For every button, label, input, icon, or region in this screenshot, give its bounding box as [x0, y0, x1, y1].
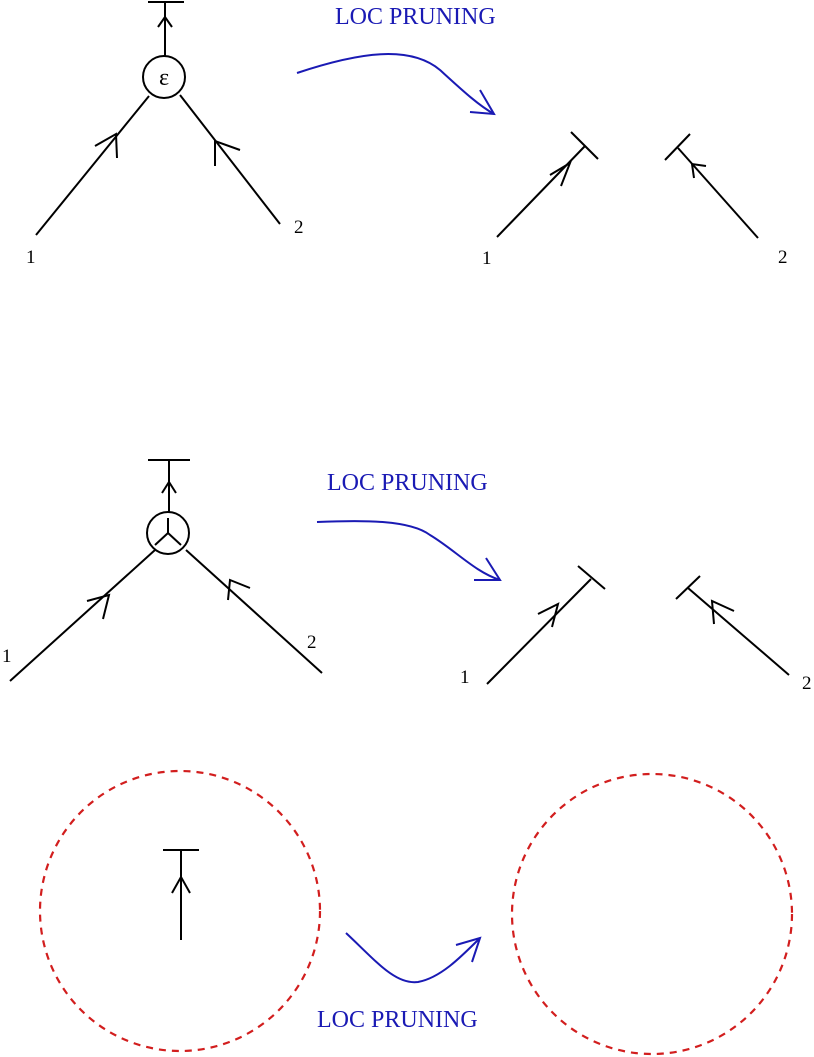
panel-3-transition-arrowhead: [455, 936, 482, 963]
panel-2-after-edge-2-end-bar: [675, 575, 701, 600]
panel-1-vertex-circle: [142, 55, 186, 99]
panel-2-after-edge-1: [486, 578, 592, 685]
panel-1-edge-1: [35, 95, 150, 236]
panel-1-after-edge-2-end-bar: [664, 133, 691, 161]
panel-2-edge-1-arrowhead: [86, 593, 111, 620]
panel-1-top-edge-arrowhead: [157, 15, 173, 28]
panel-1-edge-2-arrowhead: [214, 139, 241, 166]
panel-2-top-edge-arrowhead: [161, 480, 177, 494]
panel-1: ε 1 2 LOC PRUNING 1 2: [26, 1, 788, 269]
panel-1-after-edge-2: [677, 147, 759, 239]
panel-1-title: LOC PRUNING: [335, 4, 496, 30]
panel-2-before-label-1: 1: [2, 646, 12, 667]
panel-3-before-dashed-circle: [38, 769, 322, 1053]
panel-3-transition-arrow: [345, 932, 481, 984]
panel-2-before-graph: 1 2: [2, 459, 323, 682]
panel-1-after-graph: 1 2: [482, 131, 788, 269]
panel-2-transition-arrowhead: [474, 557, 502, 581]
panel-2-after-edge-1-arrowhead: [537, 602, 560, 628]
panel-2-before-label-2: 2: [307, 632, 317, 653]
panel-2-after-label-2: 2: [802, 673, 812, 694]
panel-2-after-label-1: 1: [460, 667, 470, 688]
panel-1-after-edge-1-end-bar: [570, 131, 599, 160]
panel-3-edge-arrowhead: [171, 874, 191, 894]
panel-2: 1 2 LOC PRUNING 1 2: [2, 459, 812, 694]
panel-2-edge-2-arrowhead: [227, 578, 251, 601]
panel-1-after-edge-1: [496, 145, 586, 238]
panel-1-after-edge-2-arrowhead: [690, 162, 707, 179]
panel-2-after-edge-2: [687, 587, 790, 676]
panel-2-transition-arrow: [316, 520, 501, 581]
panel-1-before-label-1: 1: [26, 247, 36, 268]
panel-1-after-edge-1-arrowhead: [549, 160, 572, 187]
panel-3-isolated-edge: [163, 849, 199, 940]
panel-2-edge-2: [185, 549, 323, 674]
panel-3-title: LOC PRUNING: [317, 1007, 478, 1033]
panel-1-before-label-2: 2: [294, 217, 304, 238]
panel-3-after-dashed-circle: [510, 772, 794, 1056]
panel-1-vertex-symbol: ε: [159, 65, 169, 91]
panel-2-after-graph: 1 2: [460, 565, 812, 694]
panel-2-after-edge-2-arrowhead: [710, 599, 735, 625]
panel-1-after-label-2: 2: [778, 247, 788, 268]
panel-2-title: LOC PRUNING: [327, 470, 488, 496]
panel-1-transition-arrow: [296, 53, 495, 115]
panel-1-after-label-1: 1: [482, 248, 492, 269]
panel-2-after-edge-1-end-bar: [577, 565, 606, 590]
panel-1-before-graph: ε 1 2: [26, 1, 304, 268]
panel-1-transition-arrowhead: [469, 89, 496, 116]
panel-2-vertex-circle: [146, 511, 190, 555]
panel-2-edge-1: [9, 549, 156, 682]
panel-1-edge-2: [179, 94, 281, 225]
panel-3: LOC PRUNING: [38, 769, 794, 1056]
panel-1-edge-1-arrowhead: [94, 132, 118, 159]
three-way-junction-icon: [154, 518, 182, 546]
